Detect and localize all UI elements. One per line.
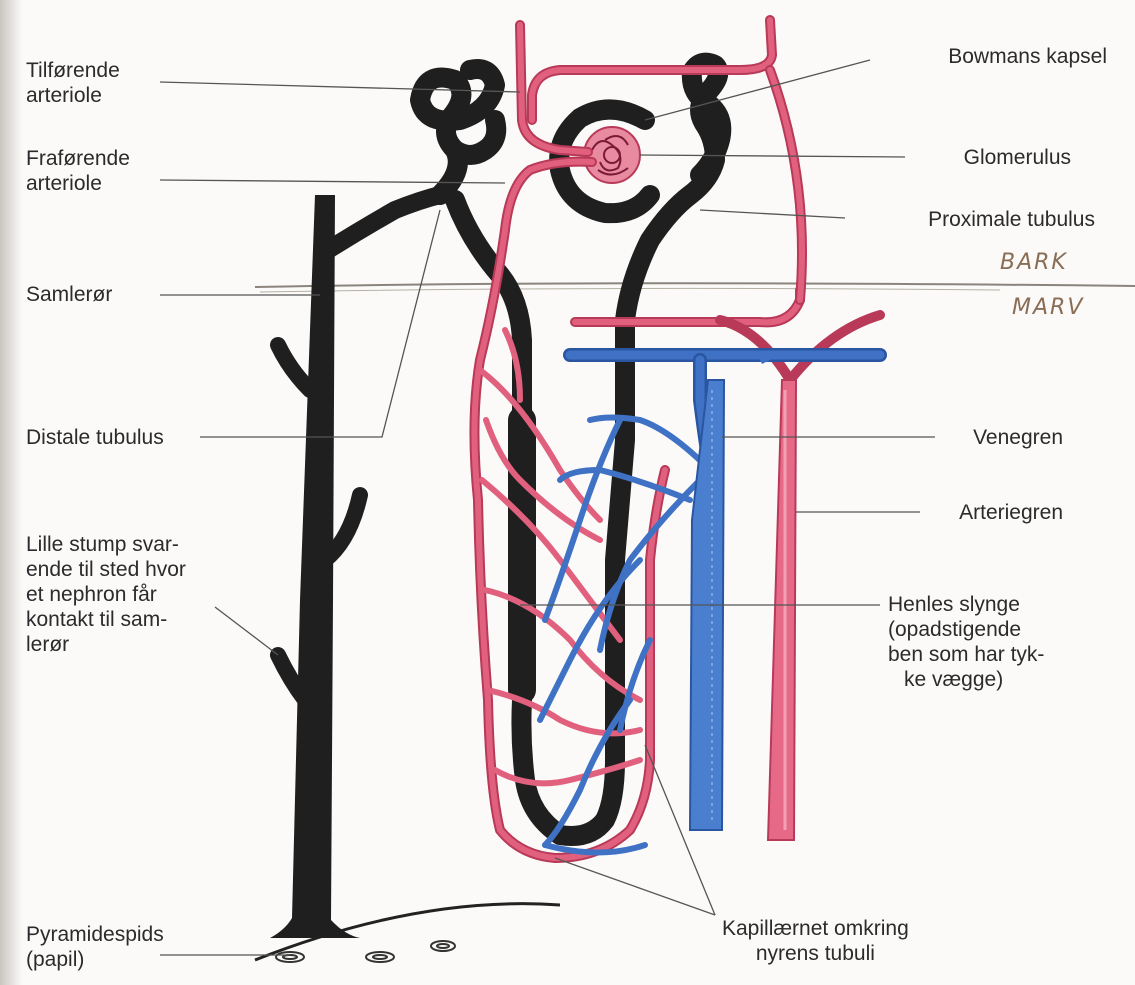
papilla-openings <box>276 941 455 962</box>
label-distale-tubulus: Distale tubulus <box>26 425 164 450</box>
collecting-duct <box>270 195 440 938</box>
label-samleror: Samlerør <box>26 282 112 307</box>
label-glomerulus: Glomerulus <box>964 145 1071 170</box>
label-line: ende til sted hvor <box>26 557 186 582</box>
label-henles-slynge: Henles slynge (opadstigende ben som har … <box>888 592 1044 692</box>
label-venegren: Venegren <box>973 425 1063 450</box>
label-tilforende-arteriole: Tilførende arteriole <box>26 58 120 108</box>
label-line: Pyramidespids <box>26 922 164 947</box>
cortex-medulla-boundary <box>255 283 1135 287</box>
label-line: Tilførende <box>26 58 120 83</box>
label-line: ben som har tyk- <box>888 642 1044 667</box>
label-line: Kapillærnet omkring <box>722 916 909 941</box>
label-line: lerør <box>26 632 186 657</box>
arteriegren-vessel <box>768 380 796 840</box>
label-pyramidespids: Pyramidespids (papil) <box>26 922 164 972</box>
label-bowmans-kapsel: Bowmans kapsel <box>948 44 1107 69</box>
label-line: arteriole <box>26 83 120 108</box>
label-line: Fraførende <box>26 146 130 171</box>
label-proximale-tubulus: Proximale tubulus <box>928 207 1095 232</box>
label-bark: BARK <box>1000 250 1068 275</box>
label-line: nyrens tubuli <box>722 941 909 966</box>
label-line: Henles slynge <box>888 592 1044 617</box>
label-line: kontakt til sam- <box>26 607 186 632</box>
label-line: arteriole <box>26 171 130 196</box>
label-line: Lille stump svar- <box>26 532 186 557</box>
label-arteriegren: Arteriegren <box>959 500 1063 525</box>
label-line: ke vægge) <box>888 667 1044 692</box>
label-line: et nephron får <box>26 582 186 607</box>
label-line: (opadstigende <box>888 617 1044 642</box>
label-lille-stump: Lille stump svar- ende til sted hvor et … <box>26 532 186 657</box>
label-fraforende-arteriole: Fraførende arteriole <box>26 146 130 196</box>
label-line: (papil) <box>26 947 164 972</box>
label-kapillaernet: Kapillærnet omkring nyrens tubuli <box>722 916 909 966</box>
label-marv: MARV <box>1012 295 1084 320</box>
